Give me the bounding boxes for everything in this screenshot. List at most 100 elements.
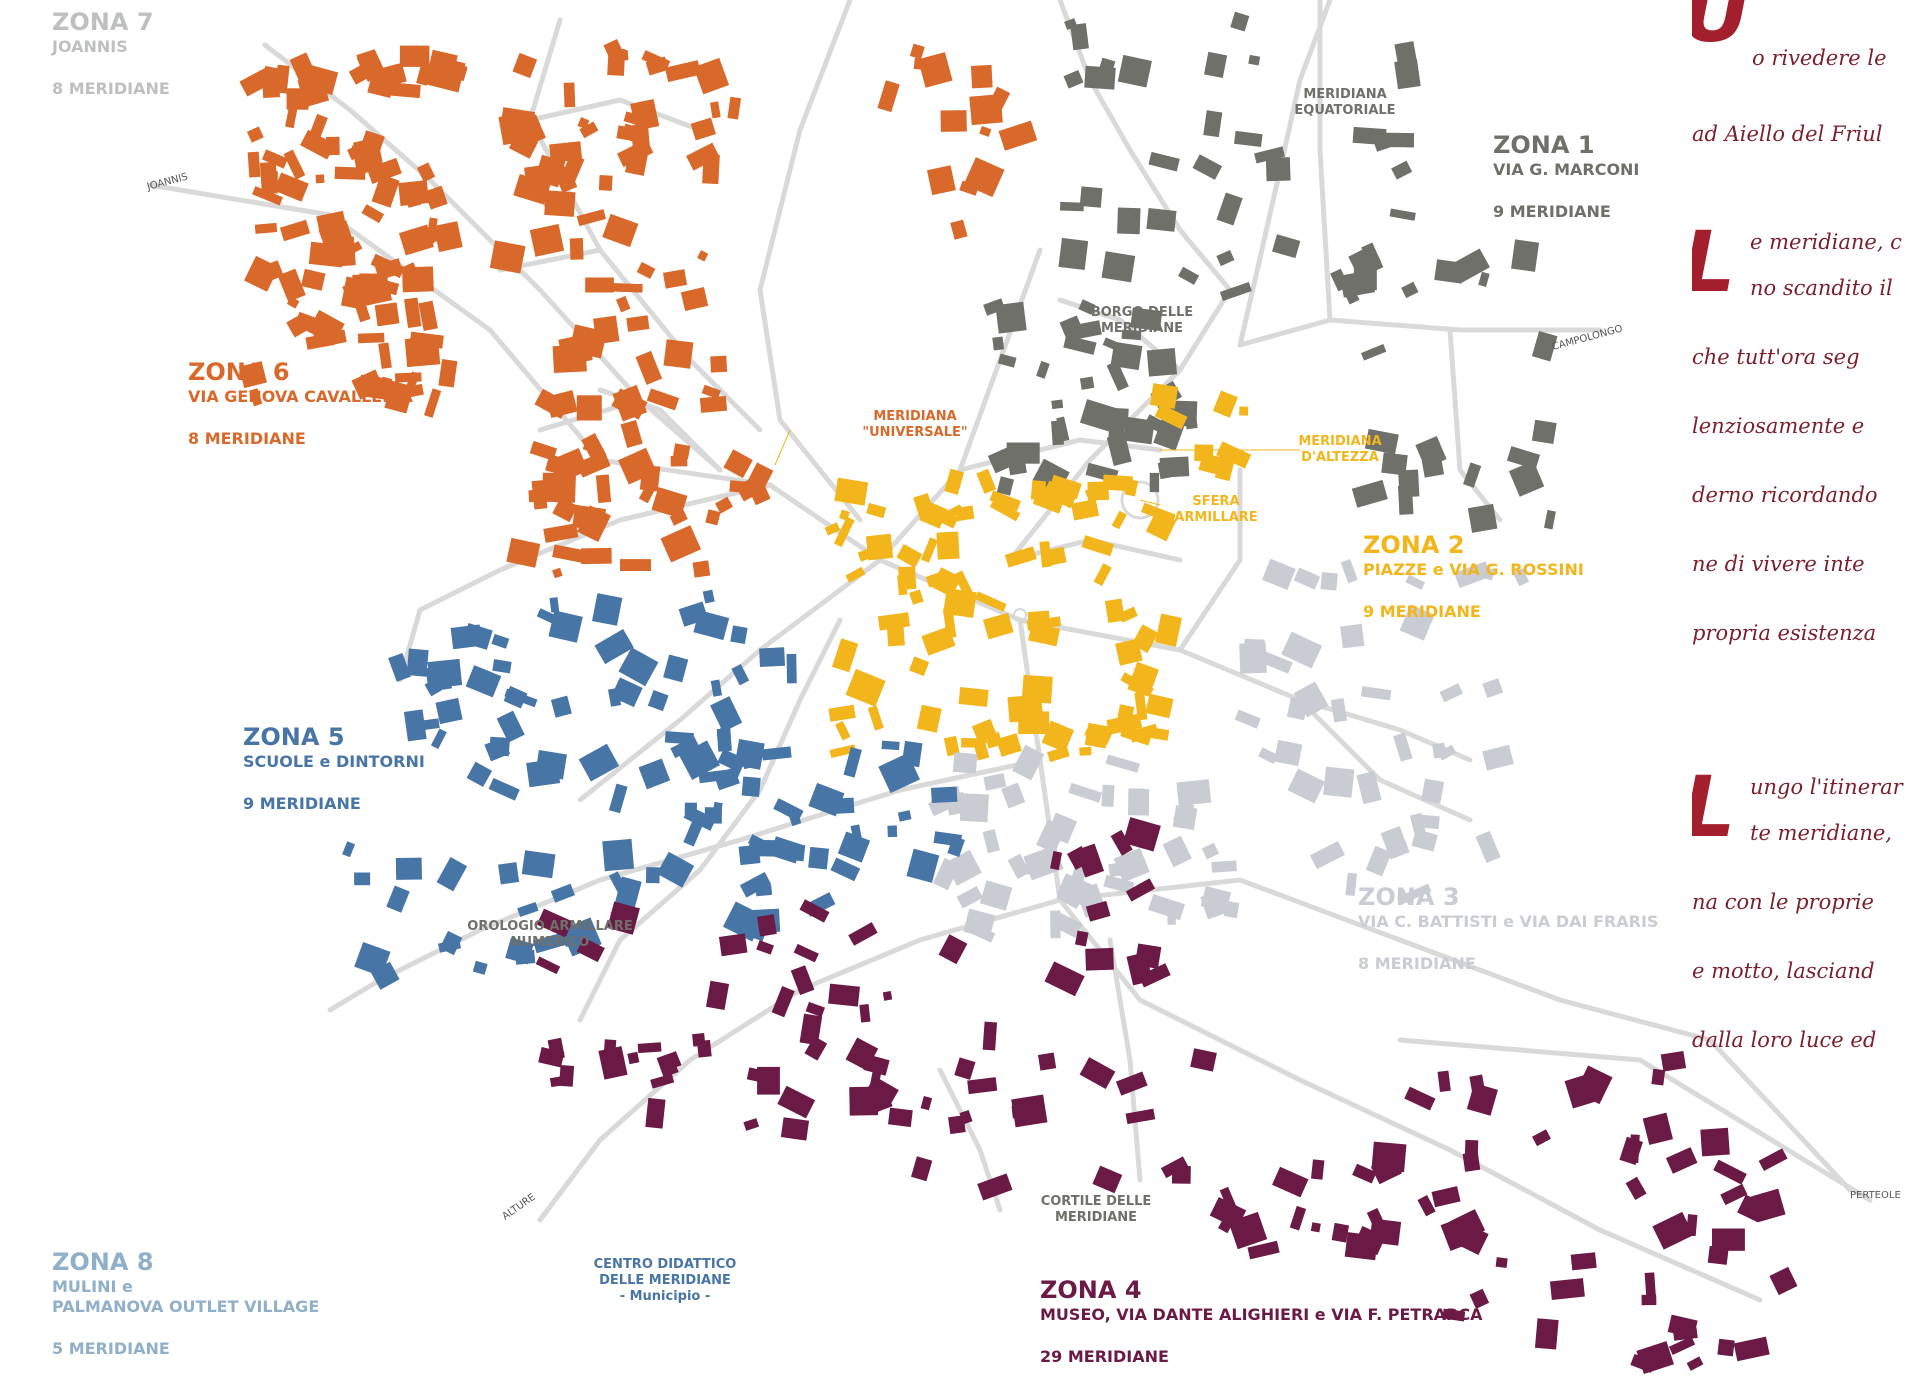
building-zone5 <box>931 786 958 804</box>
building-zone6 <box>602 213 639 248</box>
building-zone2 <box>828 704 856 722</box>
building-zone5 <box>548 610 583 643</box>
building-zone1 <box>1353 263 1377 291</box>
building-zone2 <box>1134 691 1148 721</box>
building-zone4 <box>793 943 819 963</box>
building-zone4 <box>948 1115 966 1135</box>
building-zone2 <box>845 566 866 583</box>
building-zone6 <box>615 295 631 313</box>
building-zone4 <box>598 1046 628 1080</box>
building-zone6 <box>917 52 953 88</box>
building-zone6 <box>524 164 549 194</box>
zona1-title: ZONA 1 <box>1493 131 1595 159</box>
building-zone1 <box>1146 208 1177 232</box>
building-zone5 <box>498 862 520 885</box>
building-zone2 <box>976 468 997 494</box>
zona6-title: ZONA 6 <box>188 358 290 386</box>
building-zone5 <box>656 851 695 888</box>
building-zone5 <box>645 867 660 884</box>
drop-cap: L <box>1692 220 1736 304</box>
building-zone5 <box>887 825 898 838</box>
building-zone4 <box>790 965 815 996</box>
building-zone1 <box>1506 446 1541 470</box>
building-zone6 <box>697 250 709 262</box>
building-zone5 <box>722 901 766 942</box>
building-zone4 <box>1247 1240 1280 1260</box>
building-zone6 <box>745 462 774 494</box>
building-zone5 <box>710 696 743 732</box>
building-zone1 <box>1394 41 1417 63</box>
building-zone3 <box>1001 782 1026 809</box>
building-zone4 <box>1660 1050 1687 1072</box>
building-zone3 <box>1320 572 1338 591</box>
building-zone2 <box>1104 598 1125 623</box>
building-zone4 <box>607 901 640 935</box>
building-zone3 <box>1176 779 1212 806</box>
building-zone6 <box>598 175 613 191</box>
building-zone6 <box>308 241 345 268</box>
building-zone4 <box>1138 963 1171 988</box>
building-zone6 <box>686 142 720 171</box>
building-zone2 <box>834 477 869 506</box>
building-zone6 <box>709 101 721 119</box>
building-zone5 <box>638 758 671 790</box>
road-label-perteole: PERTEOLE <box>1850 1190 1901 1201</box>
building-zone5 <box>731 664 750 686</box>
building-zone6 <box>305 65 339 96</box>
building-zone5 <box>739 871 772 898</box>
building-zone5 <box>759 647 786 668</box>
building-zone6 <box>406 336 421 353</box>
building-zone5 <box>741 776 761 797</box>
building-zone3 <box>1261 651 1293 674</box>
building-zone6 <box>663 339 694 369</box>
building-zone6 <box>367 68 397 99</box>
building-zone5 <box>491 633 510 649</box>
building-zone2 <box>1004 546 1037 568</box>
building-zone6 <box>985 86 1011 117</box>
building-zone3 <box>1512 568 1530 587</box>
building-zone1 <box>1254 146 1285 164</box>
building-zone5 <box>496 710 525 743</box>
zona7-title: ZONA 7 <box>52 8 154 36</box>
building-zone6 <box>623 111 648 128</box>
poi-cortile-label: CORTILE DELLE <box>1041 1194 1152 1209</box>
building-zone4 <box>1417 1194 1436 1217</box>
building-zone5 <box>489 736 510 757</box>
building-zone4 <box>1085 900 1111 922</box>
building-zone6 <box>541 472 577 503</box>
poi-borgo-label: MERIDIANE <box>1101 321 1183 336</box>
building-zone4 <box>1469 1288 1490 1309</box>
building-zone6 <box>239 66 277 97</box>
building-zone3 <box>1007 853 1031 880</box>
zona3-title: ZONA 3 <box>1358 883 1460 911</box>
building-zone6 <box>569 324 608 359</box>
building-zone6 <box>714 496 733 514</box>
poi-sfera-label: SFERA <box>1192 494 1239 509</box>
building-zone4 <box>1125 878 1156 902</box>
building-zone2 <box>961 738 982 748</box>
building-zone2 <box>839 509 850 521</box>
building-zone6 <box>425 55 466 93</box>
building-zone5 <box>521 850 556 879</box>
building-zone2 <box>1093 563 1112 587</box>
intro-paragraph-3: L ungo l'itinerar te meridiane, na con l… <box>1692 765 1927 1097</box>
building-zone6 <box>534 388 570 419</box>
building-zone3 <box>979 880 1013 911</box>
building-zone2 <box>921 537 938 563</box>
drop-cap: L <box>1692 765 1736 849</box>
building-zone3 <box>1293 567 1321 590</box>
building-zone3 <box>1365 845 1392 877</box>
building-zone4 <box>1044 961 1085 997</box>
building-zone6 <box>374 302 400 327</box>
building-zone5 <box>472 960 488 975</box>
building-zone6 <box>645 56 669 76</box>
text-line: na con le proprie <box>1692 890 1874 914</box>
text-line: ungo l'itinerar <box>1750 775 1903 799</box>
building-zone4 <box>1469 1074 1487 1100</box>
building-zone6 <box>552 567 563 579</box>
building-zone1 <box>1130 307 1163 331</box>
building-zone6 <box>926 165 956 196</box>
building-zone3 <box>1482 744 1514 771</box>
building-zone6 <box>398 224 434 256</box>
